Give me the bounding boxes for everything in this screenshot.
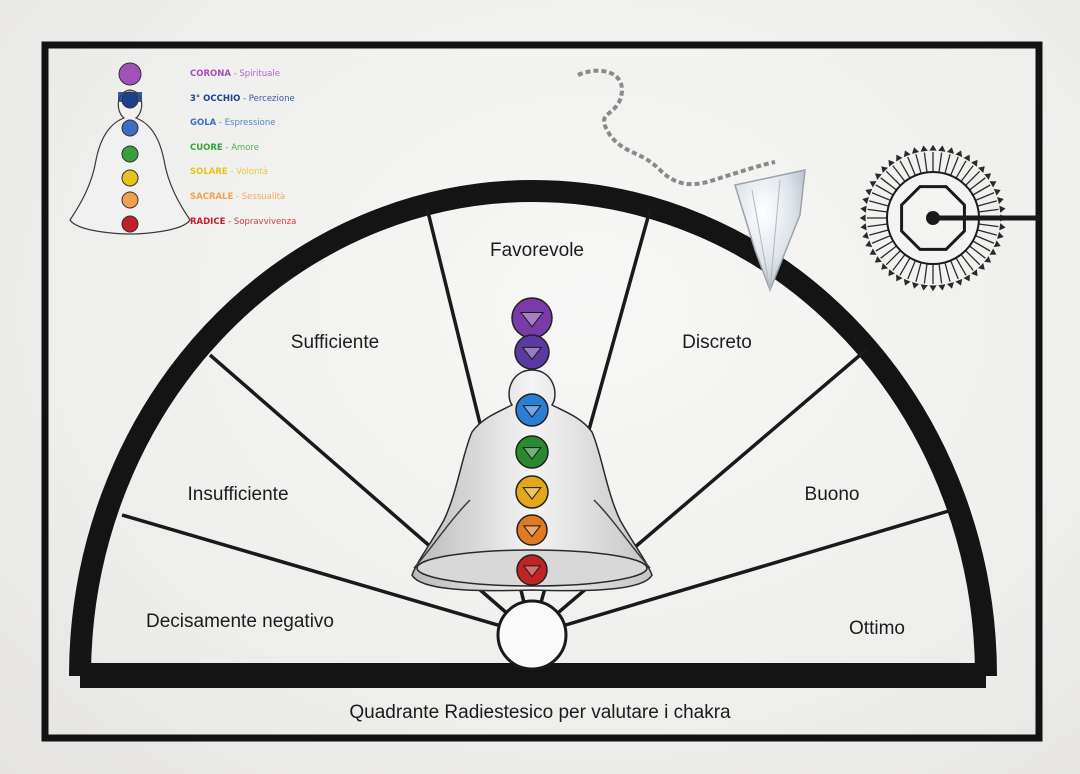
divider-line <box>562 508 953 628</box>
legend-chakra-name: GOLA <box>190 118 217 129</box>
sector-labels: Decisamente negativo Insufficiente Suffi… <box>146 240 905 639</box>
pendulum <box>577 68 806 293</box>
legend-chakra-name: SACRALE <box>190 191 234 202</box>
legend-chakra-name: 3° OCCHIO <box>190 93 241 104</box>
sector-label-buono: Buono <box>805 484 860 505</box>
legend-chakra-meaning: - Volontà <box>227 167 269 178</box>
chakra-symbol-icon <box>515 435 549 469</box>
legend-chakra-name: RADICE <box>190 216 226 227</box>
legend-chakra-meaning: - Sopravvivenza <box>225 216 297 227</box>
legend-chakra-dot <box>121 91 139 109</box>
legend-row: CUORE - Amore <box>190 136 330 161</box>
legend-chakra-dot <box>121 169 139 187</box>
sector-label-favorevole: Favorevole <box>490 240 584 261</box>
chakra-symbol-icon <box>516 554 548 586</box>
chakra-stack <box>511 297 553 586</box>
pendulum-chain <box>577 68 776 187</box>
sector-label-discreto: Discreto <box>682 332 752 353</box>
legend-chakra-name: SOLARE <box>190 167 228 178</box>
legend-chakra-meaning: - Amore <box>222 142 260 153</box>
sector-label-insufficiente: Insufficiente <box>187 484 288 505</box>
legend-row: SOLARE - Volontà <box>190 160 330 185</box>
pivot-circle <box>496 599 568 671</box>
chakra-symbol-icon <box>515 475 549 509</box>
legend-chakra-name: CORONA <box>190 69 231 79</box>
radionic-emitter-dial <box>859 144 1040 292</box>
legend-chakra-dot <box>121 215 139 233</box>
sector-label-sufficiente: Sufficiente <box>291 332 379 353</box>
chart-title: Quadrante Radiestesico per valutare i ch… <box>349 702 731 723</box>
chakra-symbol-icon <box>516 514 548 546</box>
chakra-symbol-icon <box>515 393 549 427</box>
sector-label-ottimo: Ottimo <box>849 618 905 639</box>
chakra-symbol-icon <box>514 334 550 370</box>
legend-chakra-dot <box>121 145 139 163</box>
legend-row: GOLA - Espressione <box>190 111 330 136</box>
outer-frame <box>41 41 1043 742</box>
legend-chakra-meaning: - Percezione <box>240 93 295 104</box>
quadrant-arc <box>69 180 997 677</box>
legend-chakra-name: CUORE <box>190 142 223 153</box>
legend-row: CORONA - Spirituale <box>190 62 330 87</box>
sector-label-decisamente-negativo: Decisamente negativo <box>146 611 334 632</box>
legend-row: SACRALE - Sessualità <box>190 185 330 210</box>
legend-row: 3° OCCHIO - Percezione <box>190 87 330 112</box>
legend-figure <box>69 62 191 235</box>
divider-line <box>121 513 502 628</box>
chakra-symbol-icon <box>511 297 553 339</box>
pendulum-crystal <box>734 169 806 293</box>
legend-chakra-meaning: - Espressione <box>216 118 276 129</box>
legend-chakra-dot <box>118 62 142 86</box>
legend-chakra-meaning: - Spirituale <box>230 69 280 79</box>
legend-row: RADICE - Sopravvivenza <box>190 210 330 235</box>
legend-chakra-dot <box>121 119 139 137</box>
legend-chakra-meaning: - Sessualità <box>233 191 286 202</box>
legend-chakra-dot <box>121 191 139 209</box>
